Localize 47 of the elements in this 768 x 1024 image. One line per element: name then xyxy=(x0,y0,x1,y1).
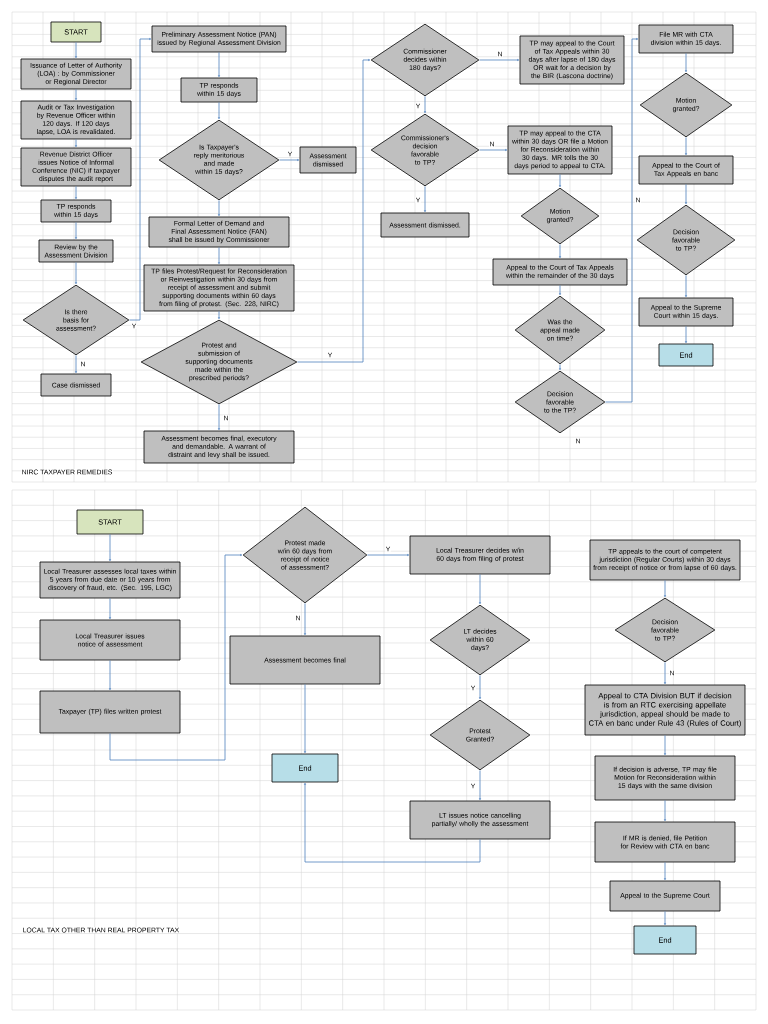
arrow xyxy=(685,326,687,344)
arrow xyxy=(664,911,666,926)
arrow xyxy=(279,159,300,161)
arrow xyxy=(479,770,481,801)
arrow xyxy=(664,862,666,881)
arrow xyxy=(75,139,77,148)
arrow xyxy=(75,89,77,101)
arrow xyxy=(685,53,687,73)
arrow xyxy=(304,684,306,754)
arrow xyxy=(367,554,410,556)
arrow xyxy=(605,38,639,403)
arrow xyxy=(664,580,666,598)
arrow xyxy=(218,247,220,265)
arrow xyxy=(424,96,426,114)
arrow xyxy=(75,355,77,374)
arrow xyxy=(218,52,220,78)
arrow xyxy=(559,364,561,371)
arrow xyxy=(109,534,111,562)
arrow xyxy=(424,186,426,213)
arrow xyxy=(109,554,243,761)
arrow xyxy=(218,311,220,320)
arrow xyxy=(559,244,561,259)
arrow xyxy=(685,184,687,205)
arrow xyxy=(479,149,508,151)
arrow xyxy=(75,186,77,200)
arrow xyxy=(129,38,152,321)
arrow xyxy=(479,59,520,61)
arrow xyxy=(559,174,561,188)
arrow xyxy=(75,262,77,285)
arrow xyxy=(479,675,481,700)
arrow xyxy=(685,275,687,298)
arrow xyxy=(304,782,481,863)
arrow xyxy=(75,222,77,240)
arrow xyxy=(109,598,111,620)
arrow xyxy=(218,200,220,217)
arrow xyxy=(218,404,220,431)
arrow xyxy=(218,102,220,120)
arrow xyxy=(664,662,666,685)
arrow xyxy=(664,735,666,756)
arrow xyxy=(479,574,481,605)
arrow xyxy=(109,660,111,691)
arrow xyxy=(304,603,306,636)
arrow xyxy=(559,285,561,296)
arrow xyxy=(297,59,371,363)
arrow xyxy=(685,137,687,156)
arrow xyxy=(75,42,77,59)
arrow xyxy=(664,800,666,822)
